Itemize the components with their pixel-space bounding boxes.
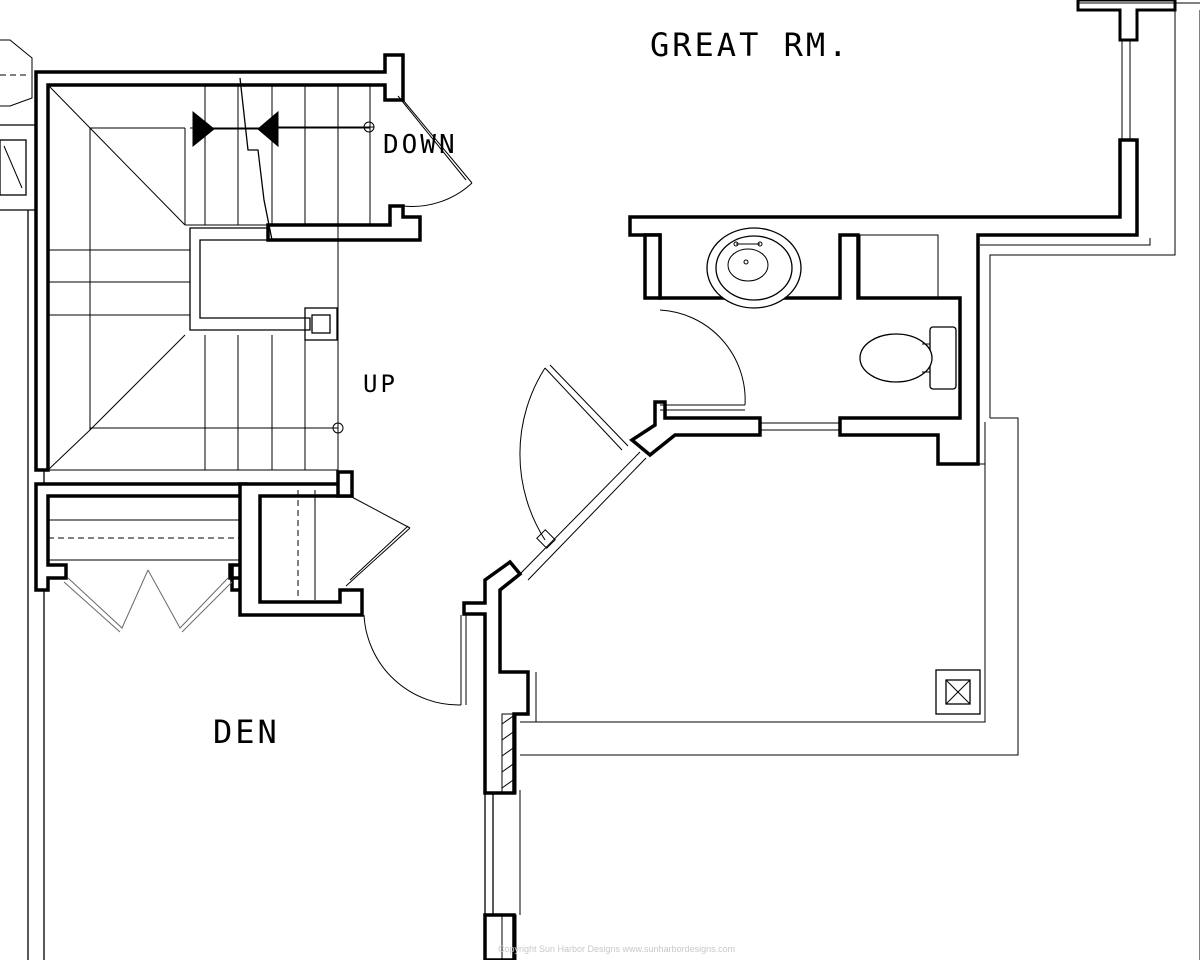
great-room-label: GREAT RM. bbox=[650, 26, 850, 64]
den-closets bbox=[34, 482, 248, 633]
column-icon bbox=[935, 669, 981, 715]
stair-door[interactable] bbox=[397, 95, 473, 207]
copyright-watermark: Copyright Sun Harbor Designs www.sunharb… bbox=[498, 944, 735, 954]
powder-room-door[interactable] bbox=[659, 309, 746, 411]
stair-up-label: UP bbox=[363, 370, 398, 398]
great-room-door[interactable] bbox=[519, 364, 647, 581]
central-wall bbox=[462, 559, 530, 960]
small-closet bbox=[238, 470, 364, 617]
den-door[interactable] bbox=[363, 614, 467, 706]
interior-partition bbox=[520, 417, 1019, 756]
toilet-icon bbox=[859, 326, 957, 390]
stair-down-label: DOWN bbox=[383, 130, 458, 160]
east-walls bbox=[980, 0, 1200, 960]
stairwell bbox=[34, 53, 422, 472]
sink-icon bbox=[706, 227, 802, 309]
arrow-icon bbox=[192, 110, 279, 148]
powder-room bbox=[628, 138, 1139, 466]
den-label: DEN bbox=[213, 713, 280, 751]
closet-door[interactable] bbox=[345, 495, 411, 587]
